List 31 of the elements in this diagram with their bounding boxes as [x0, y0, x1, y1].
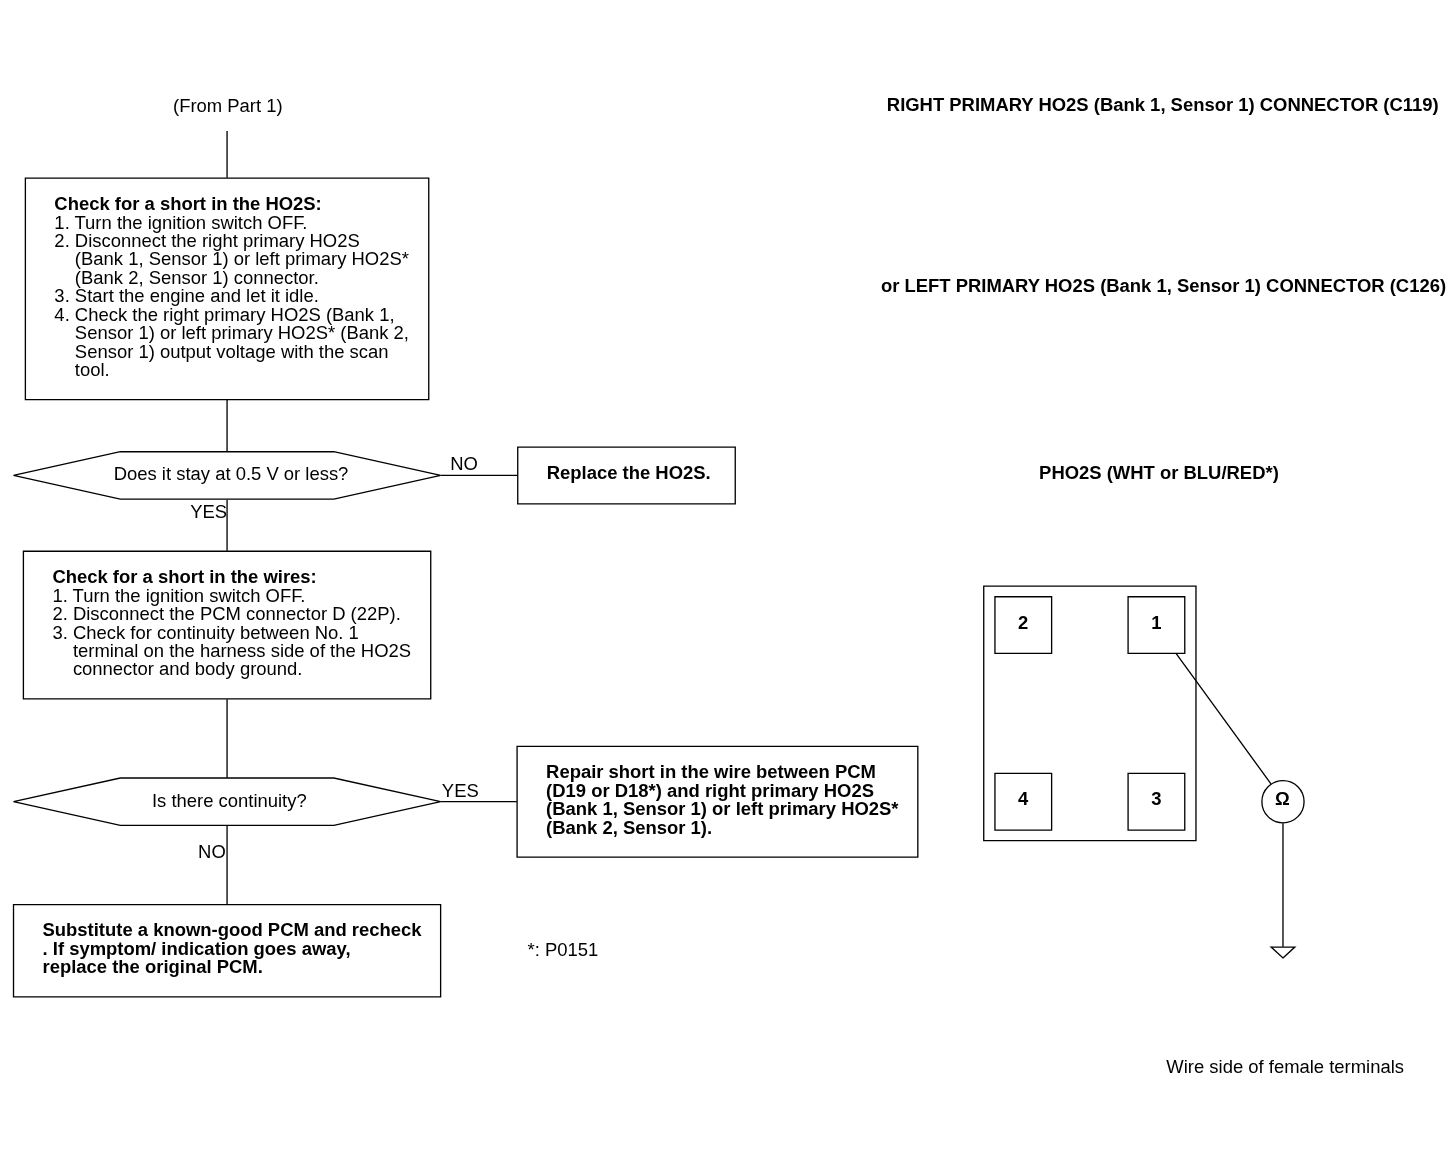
node-box: Substitute a known-good PCM and recheck . If symptom/ indication goes away, replace the original PCM. — [12, 903, 442, 997]
connector — [440, 800, 518, 802]
node-box: Replace the HO2S. — [517, 445, 736, 504]
label: Wire side of female terminals — [1166, 1055, 1405, 1077]
node-circle: Ω — [1261, 779, 1305, 823]
connector — [226, 498, 228, 551]
connector — [226, 129, 228, 178]
node-box: 4 — [994, 772, 1053, 831]
node-box: 2 — [994, 595, 1053, 654]
connector — [1282, 822, 1284, 947]
label: *: P0151 — [527, 938, 599, 960]
label: PHO2S (WHT or BLU/RED*) — [1039, 461, 1279, 483]
edge-label: YES — [190, 500, 228, 522]
node-text: (From Part 1) — [173, 94, 283, 116]
label: RIGHT PRIMARY HO2S (Bank 1, Sensor 1) CONNECTOR (C119) — [886, 93, 1439, 115]
connector — [1175, 652, 1272, 785]
connector — [226, 698, 228, 779]
cluster — [983, 585, 1197, 841]
label: or LEFT PRIMARY HO2S (Bank 1, Sensor 1) CONNECTOR (C126) — [880, 274, 1447, 296]
connector — [226, 824, 228, 905]
edge-label: NO — [450, 452, 478, 474]
node-box: Repair short in the wire between PCM (D19 or D18*) and right primary HO2S (Bank 1, Sensor 1) or left primary HO2S* (Bank 2, Sensor 1). — [516, 745, 919, 858]
connector — [226, 398, 228, 452]
node-box: 1 — [1127, 595, 1186, 654]
connector — [440, 474, 519, 476]
node-box: 3 — [1127, 772, 1186, 831]
edge-label: NO — [198, 840, 226, 862]
node-box: Check for a short in the wires: 1. Turn the ignition switch OFF. 2. Disconnect the PCM connector D (22P). 3. Check for continuity between No. 1 terminal on the harness side of the HO2S connector and body ground. — [22, 550, 432, 700]
node-ground — [1269, 945, 1297, 959]
node-box: Check for a short in the HO2S: 1. Turn the ignition switch OFF. 2. Disconnect the right primary HO2S (Bank 1, Sensor 1) or left primary HO2S* (Bank 2, Sensor 1) connector. 3. Start the engine and let it idle. 4. Check the right primary HO2S (Bank 1, Sensor 1) or left primary HO2S* (Bank 2, Sensor 1) output voltage with the scan tool. — [24, 177, 430, 400]
edge-label: YES — [441, 779, 479, 801]
